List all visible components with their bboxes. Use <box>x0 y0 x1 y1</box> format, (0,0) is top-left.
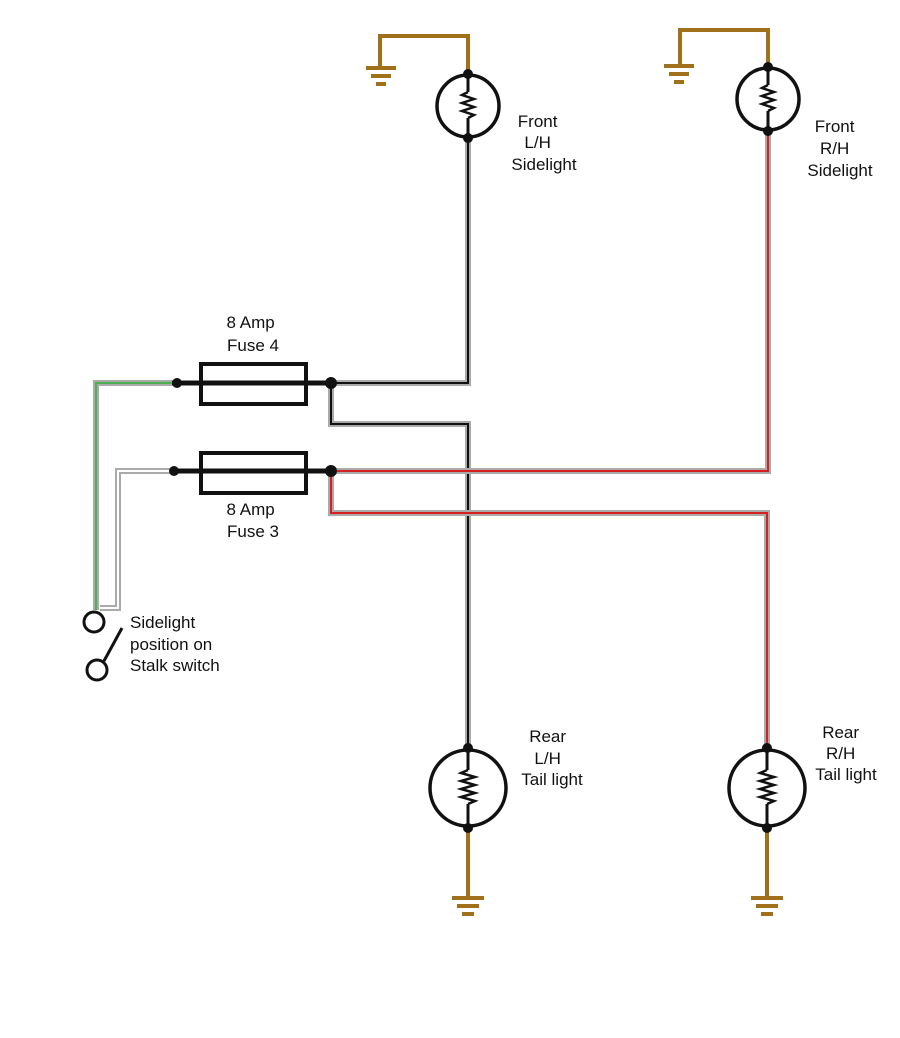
front-lh-label-line3: Sidelight <box>511 155 576 174</box>
front-lh-label-line2: L/H <box>524 133 550 152</box>
switch-label-line2: position on <box>130 635 212 654</box>
rear-rh-earth <box>751 830 783 916</box>
rear-lh-label-line3: Tail light <box>521 770 583 789</box>
rear-rh-label-line3: Tail light <box>815 765 877 784</box>
front-rh-label-line3: Sidelight <box>807 161 872 180</box>
rear-rh-tail-light-lamp <box>727 743 807 833</box>
front-rh-label-line2: R/H <box>820 139 849 158</box>
fuse-3 <box>169 451 337 495</box>
front-rh-label-line1: Front <box>815 117 855 136</box>
rear-lh-label: Rear L/H Tail light <box>521 727 583 789</box>
front-lh-label: Front L/H Sidelight <box>511 112 576 174</box>
wire-switch-to-fuse4 <box>93 380 172 610</box>
switch-label-line1: Sidelight <box>130 613 195 632</box>
rear-lh-label-line1: Rear <box>529 727 566 746</box>
front-lh-sidelight-lamp <box>435 69 501 143</box>
front-lh-label-line1: Front <box>518 112 558 131</box>
fuse4-label-line1: 8 Amp <box>227 313 275 332</box>
front-lh-earth <box>366 34 470 86</box>
wire-fuse3-to-front-rh <box>331 134 771 474</box>
switch-label: Sidelight position on Stalk switch <box>130 613 220 675</box>
wire-fuse3-to-rear-rh <box>328 473 770 745</box>
rear-lh-label-line2: L/H <box>534 749 560 768</box>
fuse3-label-line2: Fuse 3 <box>227 522 279 541</box>
rear-rh-label: Rear R/H Tail light <box>815 723 877 784</box>
switch-label-line3: Stalk switch <box>130 656 220 675</box>
rear-rh-label-line2: R/H <box>826 744 855 763</box>
fuse3-label-line1: 8 Amp <box>227 500 275 519</box>
fuse-4 <box>172 362 337 406</box>
front-rh-label: Front R/H Sidelight <box>807 117 872 180</box>
front-rh-earth <box>664 28 770 84</box>
wire-switch-to-fuse3 <box>100 468 172 611</box>
rear-lh-tail-light-lamp <box>428 743 508 833</box>
fuse4-label: 8 Amp Fuse 4 <box>227 313 280 355</box>
rear-lh-earth <box>452 830 484 916</box>
fuse4-label-line2: Fuse 4 <box>227 336 279 355</box>
wire-fuse4-to-front-lh <box>333 140 471 386</box>
front-rh-sidelight-lamp <box>735 62 801 136</box>
wire-fuse4-to-rear-lh <box>328 385 471 745</box>
rear-rh-label-line1: Rear <box>822 723 859 742</box>
fuse3-label: 8 Amp Fuse 3 <box>227 500 280 541</box>
stalk-switch <box>82 610 124 682</box>
